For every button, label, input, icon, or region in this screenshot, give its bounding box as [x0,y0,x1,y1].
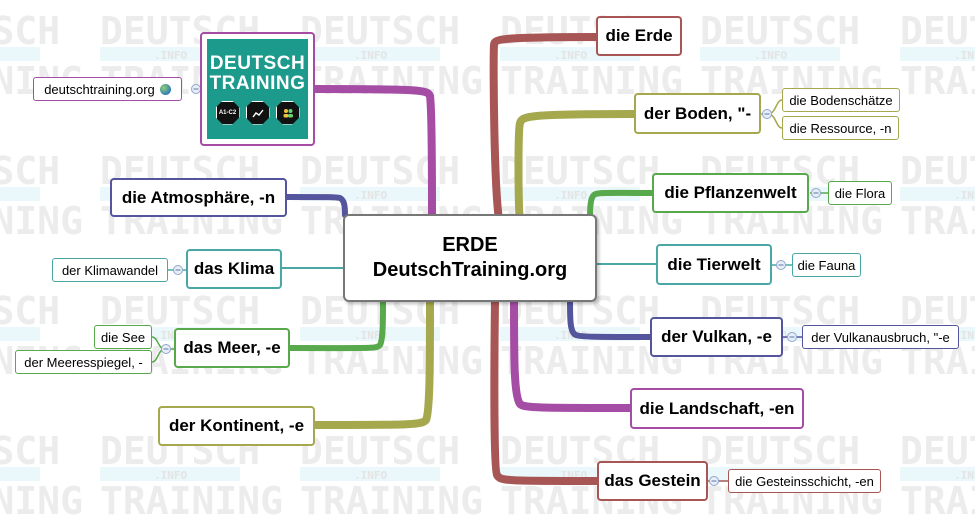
watermark-bar [0,327,40,341]
logo-node[interactable]: DEUTSCH TRAINING A1-C2 [200,32,315,146]
subtopic-klimawandel[interactable]: der Klimawandel [52,258,168,282]
level-badge-icon: A1-C2 [215,100,240,125]
watermark-line1: DEUTSCH [300,9,460,53]
topic-gestein[interactable]: das Gestein [597,461,708,501]
watermark-line2: .INFO [354,189,387,202]
watermark-bar [300,47,440,61]
deutschtraining-logo: DEUTSCH TRAINING A1-C2 [207,39,308,139]
subtopic-meeresspiegel[interactable]: der Meeresspiegel, - [15,350,152,374]
watermark-line3: TRAINING [100,479,283,517]
watermark-line2: .INFO [154,49,187,62]
watermark-line2: .INFO [354,49,387,62]
topic-tierwelt[interactable]: die Tierwelt [656,244,772,285]
watermark-line2: .INFO [954,189,975,202]
watermark-bar [0,187,40,201]
watermark-line2: .INFO [754,49,787,62]
central-topic[interactable]: ERDE DeutschTraining.org [343,214,597,302]
connector-meer [287,297,386,352]
central-topic-subtitle: DeutschTraining.org [372,259,568,281]
watermark-bar [100,467,240,481]
people-icon [275,100,300,125]
chart-icon [245,100,270,125]
subtopic-vulkanausbruch[interactable]: der Vulkanausbruch, "-e [802,325,959,349]
watermark-line3: TRAINING [0,199,83,243]
watermark-bar [900,467,975,481]
connector-landschaft [510,296,634,412]
watermark-bar [0,47,40,61]
topic-erde[interactable]: die Erde [596,16,682,56]
watermark-bar [900,47,975,61]
watermark-bar [700,47,840,61]
watermark-line2: .INFO [354,469,387,482]
subtopic-bodenschaetze[interactable]: die Bodenschätze [782,88,900,112]
connector-vulkan [567,297,653,340]
watermark-line2: .INFO [554,49,587,62]
topic-atmosphaere[interactable]: die Atmosphäre, -n [110,178,287,217]
watermark-line2: .INFO [554,189,587,202]
connector-gestein [490,296,601,485]
topic-vulkan[interactable]: der Vulkan, -e [650,317,783,357]
subtopic-fauna[interactable]: die Fauna [792,253,861,277]
watermark-line1: DEUTSCH [700,9,860,53]
watermark-line3: TRAINING [900,59,975,103]
watermark-line1: DEUTSCH [500,149,660,193]
subtopic-gesteinsschicht[interactable]: die Gesteinsschicht, -en [728,469,881,493]
watermark-line2: .INFO [954,49,975,62]
watermark-line1: DEUTSCH [0,289,60,333]
connector-logo [310,85,436,219]
watermark-line3: TRAINING [0,479,83,517]
watermark-line1: DEUTSCH [300,429,460,473]
watermark-bar [300,327,440,341]
connector-erde [489,33,600,229]
website-link-label: deutschtraining.org [44,81,155,97]
globe-icon [159,83,171,95]
topic-kontinent[interactable]: der Kontinent, -e [158,406,315,446]
subtopic-see[interactable]: die See [94,325,152,349]
connector-pflanzenwelt [587,189,655,228]
watermark-line3: TRAINING [900,199,975,243]
watermark-line1: DEUTSCH [900,149,975,193]
website-link[interactable]: deutschtraining.org [33,77,182,101]
subtopic-flora[interactable]: die Flora [828,181,892,205]
watermark-line3: TRAINING [300,479,483,517]
central-topic-title: ERDE [442,234,498,256]
watermark-line3: TRAINING [300,59,483,103]
topic-boden[interactable]: der Boden, "- [634,93,761,134]
watermark-line2: .INFO [154,469,187,482]
watermark-line1: DEUTSCH [0,149,60,193]
topic-klima[interactable]: das Klima [186,249,282,289]
watermark-bar [0,467,40,481]
connector-atmosphaere [283,194,348,218]
connector-boden [514,110,638,229]
watermark-line2: .INFO [954,469,975,482]
watermark-line3: TRAINING [900,479,975,517]
watermark-line2: .INFO [954,329,975,342]
topic-pflanzenwelt[interactable]: die Pflanzenwelt [652,173,809,213]
watermark-bar [300,467,440,481]
watermark-bar [900,187,975,201]
watermark-line1: DEUTSCH [900,429,975,473]
watermark-line1: DEUTSCH [0,429,60,473]
connector-kontinent [310,296,434,429]
watermark-line1: DEUTSCH [700,429,860,473]
topic-meer[interactable]: das Meer, -e [174,328,290,368]
topic-landschaft[interactable]: die Landschaft, -en [630,388,804,429]
subtopic-ressource[interactable]: die Ressource, -n [782,116,899,140]
watermark-line1: DEUTSCH [0,9,60,53]
watermark-line1: DEUTSCH [900,9,975,53]
